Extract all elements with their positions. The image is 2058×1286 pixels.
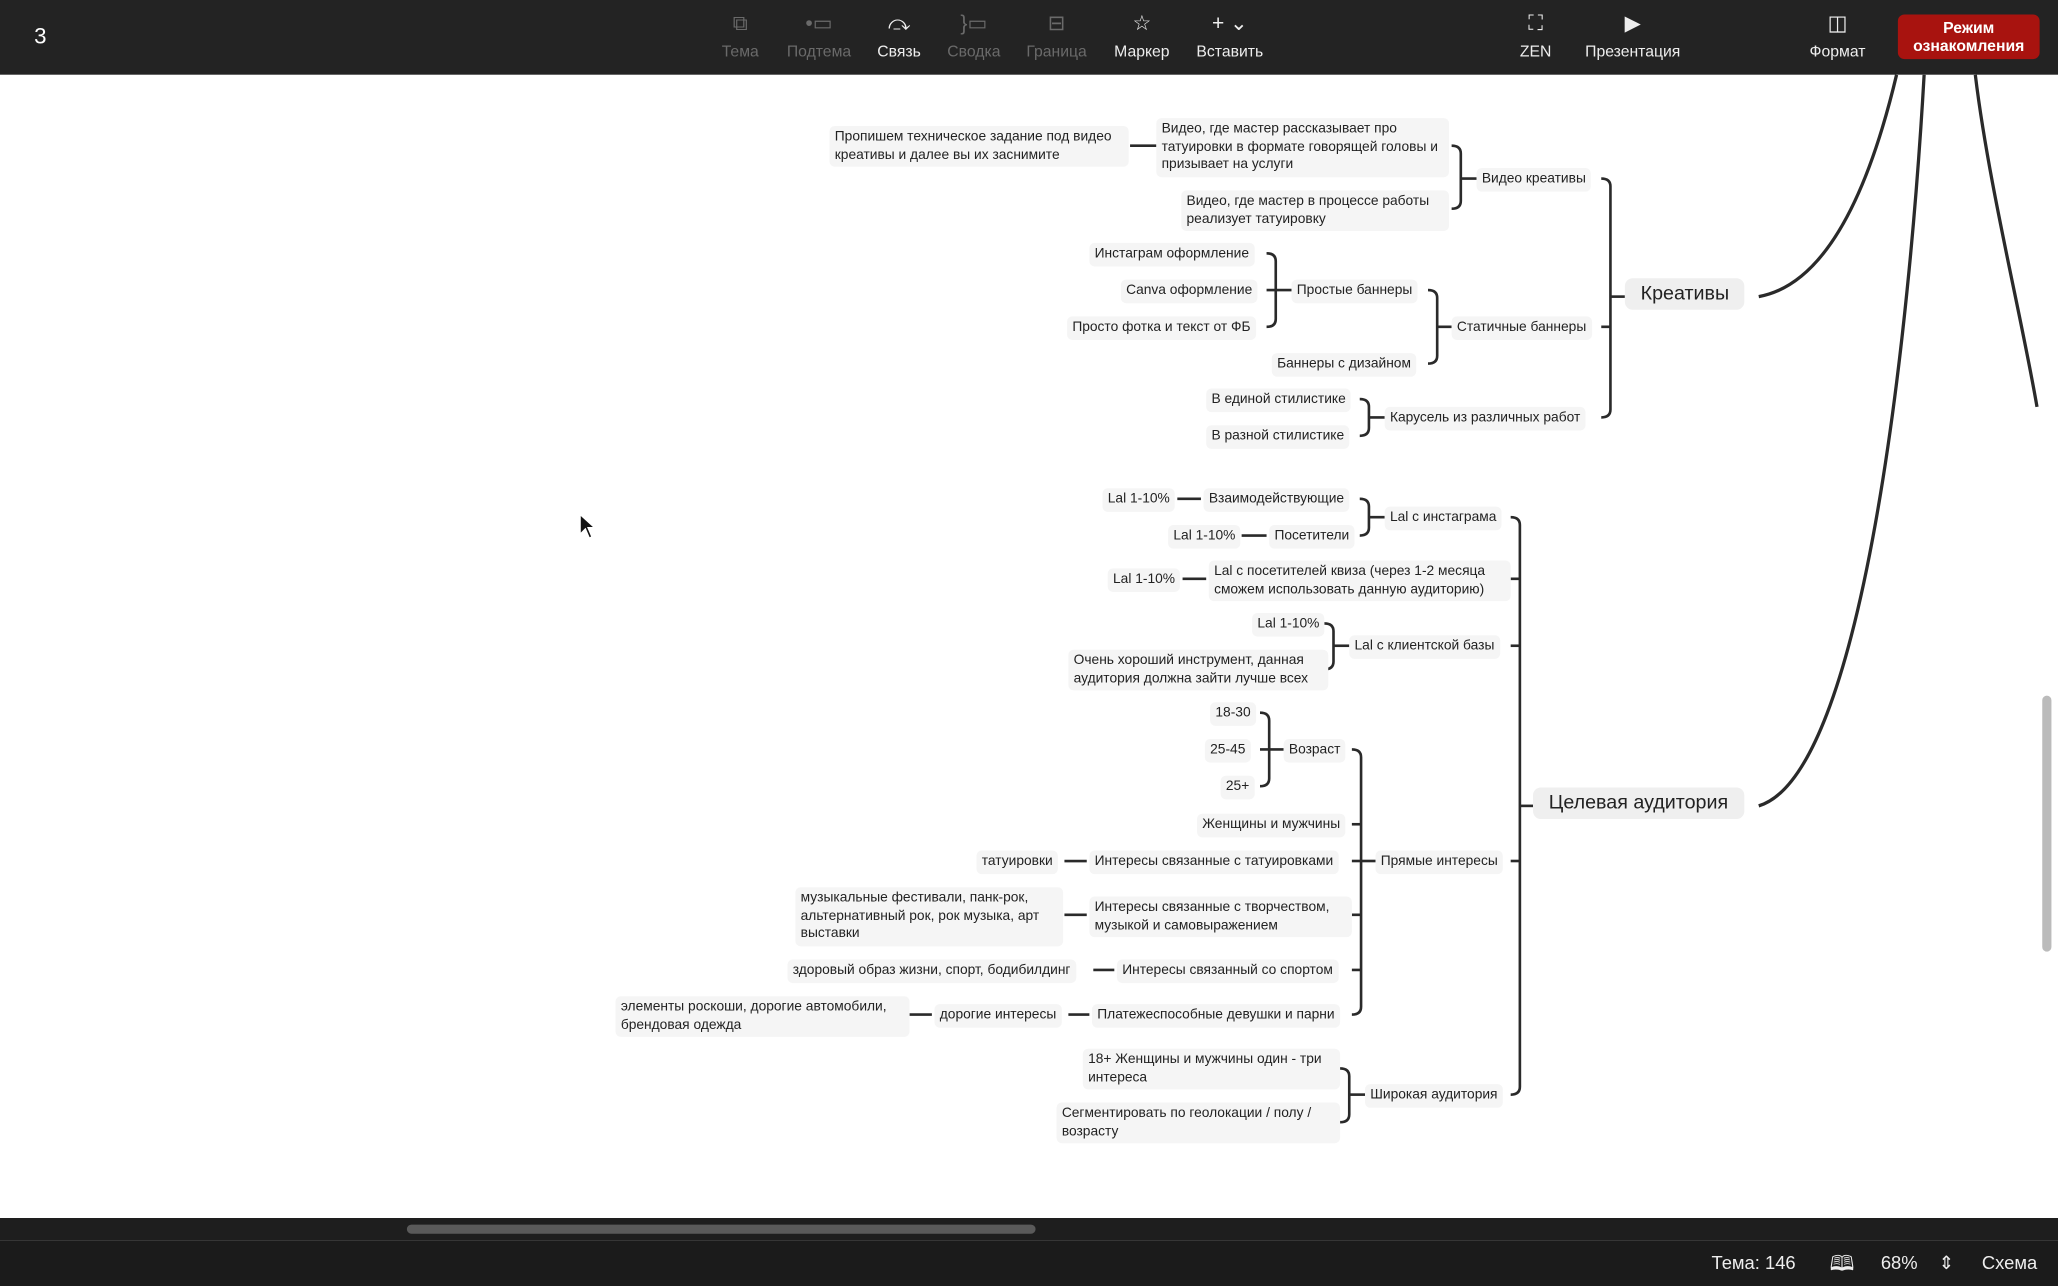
boundary-icon: ⊟ [1047, 13, 1066, 36]
topic-button[interactable]: ⧉ Тема [721, 12, 759, 61]
connector [1340, 1067, 1351, 1124]
star-icon: ☆ [1132, 13, 1152, 36]
subtopic-icon: •▭ [805, 13, 833, 36]
node-age-3[interactable]: 25+ [1220, 775, 1255, 799]
node-tattoo-interests[interactable]: Интересы связанные с татуировками [1089, 850, 1339, 874]
node-gender[interactable]: Женщины и мужчины [1197, 813, 1346, 837]
node-lal-clients[interactable]: Lal с клиентской базы [1349, 635, 1500, 659]
boundary-button[interactable]: ⊟ Граница [1026, 12, 1087, 61]
node-instagram-design[interactable]: Инстаграм оформление [1089, 242, 1255, 266]
node-designed-banners[interactable]: Баннеры с дизайном [1271, 353, 1417, 377]
node-lal-quiz[interactable]: Lal с посетителей квиза (через 1-2 месяц… [1208, 560, 1511, 602]
relationship-icon: ⤼ [887, 13, 911, 36]
label: ZEN [1519, 42, 1552, 61]
node-broad[interactable]: Широкая аудитория [1365, 1084, 1503, 1108]
node-lal[interactable]: Lal 1-10% [1102, 488, 1176, 512]
node-music[interactable]: музыкальные фестивали, панк-рок, альтерн… [795, 887, 1064, 946]
subtopic-button[interactable]: •▭ Подтема [786, 12, 852, 61]
node-solvent[interactable]: Платежеспособные девушки и парни [1092, 1004, 1340, 1028]
node-photo-text[interactable]: Просто фотка и текст от ФБ [1067, 316, 1256, 340]
presentation-button[interactable]: ▶ Презентация [1585, 12, 1681, 61]
connector [1351, 748, 1363, 1016]
connector [1359, 397, 1371, 438]
node-luxury[interactable]: элементы роскоши, дорогие автомобили, бр… [615, 996, 910, 1037]
node-creative-interests[interactable]: Интересы связанные с творчеством, музыко… [1089, 896, 1352, 938]
node-age-2[interactable]: 25-45 [1204, 738, 1251, 762]
relationship-button[interactable]: ⤼ Связь [877, 12, 921, 61]
node-lal-instagram[interactable]: Lal с инстаграма [1384, 506, 1502, 530]
connector [1973, 74, 2039, 408]
zoom-stepper-icon[interactable]: ⇕ [1938, 1252, 1954, 1274]
node-expensive[interactable]: дорогие интересы [934, 1004, 1062, 1028]
node-age-1[interactable]: 18-30 [1210, 702, 1256, 726]
node-canva-design[interactable]: Canva оформление [1120, 279, 1258, 303]
insert-button[interactable]: + ⌄ Вставить [1196, 12, 1264, 61]
node-broad-1[interactable]: 18+ Женщины и мужчины один - три интерес… [1082, 1048, 1341, 1090]
connector [1427, 288, 1439, 365]
node-age[interactable]: Возраст [1283, 738, 1346, 762]
node-lal[interactable]: Lal 1-10% [1252, 612, 1325, 636]
mouse-cursor-icon [579, 513, 597, 540]
node-video-1[interactable]: Видео, где мастер рассказывает про татуи… [1156, 118, 1449, 177]
node-video-note[interactable]: Пропишем техническое задание под видео к… [829, 126, 1129, 167]
label: Презентация [1585, 42, 1681, 61]
node-single-style[interactable]: В единой стилистике [1206, 388, 1352, 412]
map-book-icon[interactable]: 🕮 [1829, 1253, 1855, 1276]
node-clients-note[interactable]: Очень хороший инструмент, данная аудитор… [1068, 649, 1329, 691]
node-sport-interests[interactable]: Интересы связанный со спортом [1116, 959, 1339, 983]
summary-icon: }▭ [960, 13, 988, 36]
node-lal[interactable]: Lal 1-10% [1168, 525, 1241, 548]
label: Тема [721, 42, 759, 61]
connector [1510, 515, 1522, 1096]
node-video-2[interactable]: Видео, где мастер в процессе работы реал… [1181, 190, 1449, 231]
horizontal-scrollbar[interactable] [406, 1224, 1036, 1234]
label: Граница [1026, 42, 1087, 61]
marker-button[interactable]: ☆ Маркер [1114, 12, 1170, 61]
node-carousel[interactable]: Карусель из различных работ [1384, 406, 1586, 430]
node-video-creatives[interactable]: Видео креативы [1476, 168, 1592, 191]
connector-lines [909, 74, 2039, 1124]
connector [1451, 144, 1463, 210]
node-visitors[interactable]: Посетители [1269, 525, 1355, 548]
fullscreen-icon: ⛶ [1528, 13, 1543, 36]
node-lal[interactable]: Lal 1-10% [1107, 568, 1181, 592]
zoom-level[interactable]: 68% [1880, 1252, 1918, 1274]
node-tattoo[interactable]: татуировки [976, 850, 1058, 874]
zen-button[interactable]: ⛶ ZEN [1519, 12, 1552, 61]
mindmap-canvas[interactable] [0, 74, 2058, 1218]
vertical-scrollbar[interactable] [2042, 695, 2052, 952]
label: Сводка [947, 42, 1001, 61]
play-icon: ▶ [1624, 13, 1641, 36]
panel-icon: ◫ [1827, 13, 1848, 36]
status-bar: Тема: 146 🕮 68% ⇕ Схема [0, 1240, 2058, 1286]
toolbar: 3 ⧉ Тема •▭ Подтема ⤼ Связь }▭ Сводка ⊟ Грани… [0, 0, 2058, 75]
label: Маркер [1114, 42, 1170, 61]
label: Связь [877, 42, 921, 61]
connector [1758, 74, 1926, 808]
view-mode-button[interactable]: Режим ознакомления [1897, 14, 2040, 60]
label: Формат [1809, 42, 1866, 61]
connector [1359, 497, 1371, 537]
node-target-audience[interactable]: Целевая аудитория [1533, 787, 1744, 819]
node-direct-interests[interactable]: Прямые интересы [1375, 850, 1504, 874]
summary-button[interactable]: }▭ Сводка [947, 12, 1001, 61]
label: Подтема [786, 42, 852, 61]
node-interacting[interactable]: Взаимодействующие [1203, 488, 1350, 512]
connector [1601, 177, 1612, 419]
node-different-style[interactable]: В разной стилистике [1206, 425, 1350, 449]
node-broad-2[interactable]: Сегментировать по геолокации / полу / во… [1056, 1102, 1341, 1144]
node-static-banners[interactable]: Статичные баннеры [1451, 316, 1592, 340]
node-sport[interactable]: здоровый образ жизни, спорт, бодибилдинг [787, 959, 1076, 983]
node-simple-banners[interactable]: Простые баннеры [1291, 279, 1418, 303]
document-number: 3 [34, 23, 47, 49]
node-creatives[interactable]: Креативы [1624, 278, 1745, 310]
connector [1758, 74, 1899, 299]
topic-count: Тема: 146 [1711, 1252, 1796, 1274]
view-mode[interactable]: Схема [1981, 1252, 2038, 1274]
plus-icon: + ⌄ [1211, 13, 1248, 36]
horizontal-scrollbar-track [0, 1218, 2058, 1241]
label: Вставить [1196, 42, 1264, 61]
format-button[interactable]: ◫ Формат [1809, 12, 1866, 61]
topic-icon: ⧉ [732, 13, 748, 36]
